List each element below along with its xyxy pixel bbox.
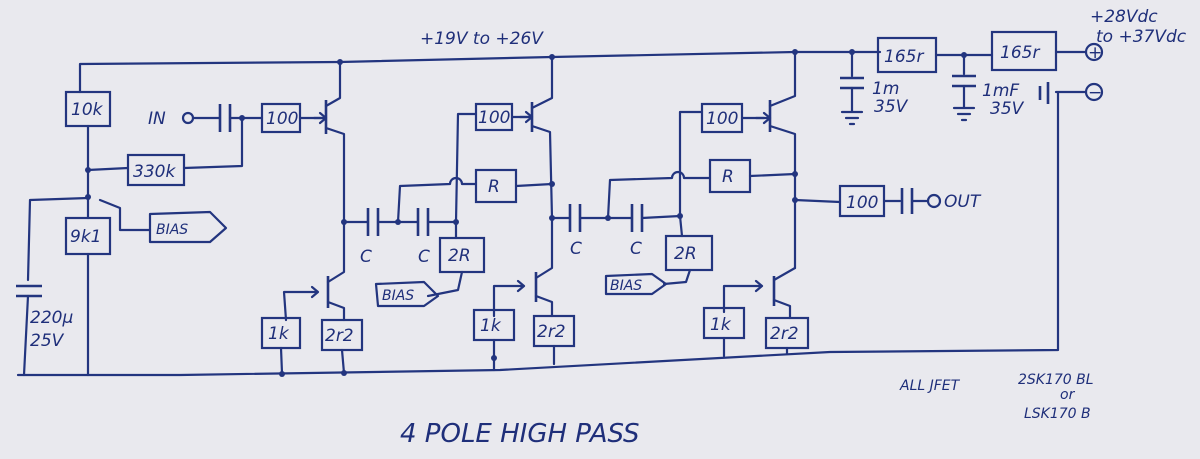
resistor-gate3-100: 100: [700, 102, 744, 134]
svg-text:or: or: [1060, 387, 1076, 403]
resistor-10k: 10k: [64, 90, 112, 128]
ground-symbol-terminal: [1038, 82, 1088, 104]
svg-text:2R: 2R: [448, 246, 471, 266]
cap2-value: 1mF: [982, 81, 1019, 101]
svg-text:ALL JFET: ALL JFET: [899, 378, 961, 394]
jfet-q1: [312, 60, 346, 224]
svg-text:2r2: 2r2: [770, 324, 799, 344]
svg-text:R: R: [488, 177, 500, 197]
jfet-q6: [722, 266, 797, 320]
svg-text:1k: 1k: [710, 315, 732, 335]
capacitor-c4: C: [630, 204, 644, 259]
bias-label-2: BIAS: [374, 280, 440, 308]
input-label: IN: [148, 109, 166, 129]
svg-text:165r: 165r: [1000, 43, 1040, 63]
svg-text:+: +: [1088, 43, 1102, 63]
resistor-gate1-100: 100: [260, 102, 302, 134]
svg-text:C: C: [570, 239, 582, 259]
cap1-value: 1m: [872, 79, 899, 99]
svg-text:1k: 1k: [480, 316, 502, 336]
rail-voltage-label: +19V to +26V: [420, 29, 544, 49]
bias-label-1: BIAS: [148, 210, 228, 244]
cap2-voltage: 35V: [990, 99, 1025, 119]
jfet-note: ALL JFET 2SK170 BL or LSK170 B: [899, 372, 1094, 422]
capacitor-c3: C: [568, 204, 582, 259]
cap1-voltage: 35V: [874, 97, 909, 117]
resistor-330k: 330k: [126, 153, 186, 187]
resistor-out-100: 100: [838, 184, 886, 218]
resistor-2r-2: 2R: [664, 234, 714, 272]
svg-text:R: R: [722, 167, 734, 187]
input-voltage-line2: to +37Vdc: [1096, 27, 1187, 47]
resistor-feedback-r1: R: [474, 168, 518, 204]
svg-text:100: 100: [478, 108, 510, 128]
resistor-src1-1k: 1k: [260, 316, 302, 350]
svg-text:100: 100: [266, 109, 298, 129]
svg-text:1k: 1k: [268, 324, 290, 344]
svg-text:2r2: 2r2: [325, 326, 354, 346]
capacitor-220u-value: 220µ: [30, 308, 73, 328]
svg-text:C: C: [360, 247, 372, 267]
capacitor-220u-voltage: 25V: [30, 331, 65, 351]
svg-text:100: 100: [706, 109, 738, 129]
svg-text:330k: 330k: [133, 162, 176, 182]
diagram-title: 4 POLE HIGH PASS: [400, 419, 640, 449]
regulator-165r-2: 165r: [990, 30, 1058, 72]
resistor-feedback-r2: R: [708, 158, 752, 194]
output-terminal: [926, 193, 942, 209]
svg-text:2r2: 2r2: [537, 322, 566, 342]
svg-text:BIAS: BIAS: [156, 222, 188, 238]
svg-text:2R: 2R: [674, 244, 697, 264]
svg-text:10k: 10k: [71, 100, 104, 120]
top-rail: [78, 50, 882, 94]
svg-text:C: C: [630, 239, 642, 259]
jfet-q2: [282, 220, 346, 322]
resistor-9k1: 9k1: [64, 216, 112, 256]
svg-text:165r: 165r: [884, 47, 924, 67]
resistor-2r2-3: 2r2: [764, 316, 810, 350]
resistor-2r2-1: 2r2: [320, 318, 364, 352]
input-voltage-line1: +28Vdc: [1090, 7, 1158, 27]
ground-rail: [16, 91, 1060, 377]
svg-text:C: C: [418, 247, 430, 267]
capacitor-220u: [16, 196, 90, 377]
capacitor-1mf-35v-2: [952, 74, 976, 122]
bias-label-3: BIAS: [604, 272, 668, 296]
svg-text:100: 100: [846, 193, 878, 213]
resistor-2r-1: 2R: [438, 236, 486, 274]
input-terminal: [181, 111, 195, 125]
resistor-gate2-100: 100: [474, 102, 514, 132]
svg-text:2SK170 BL: 2SK170 BL: [1018, 372, 1094, 388]
capacitor-1m-35v-1: [840, 76, 864, 126]
minus-terminal: −: [1084, 82, 1104, 103]
plus-terminal: +: [1084, 42, 1104, 63]
jfet-q3: [518, 55, 554, 220]
svg-text:BIAS: BIAS: [382, 288, 414, 304]
resistor-2r2-2: 2r2: [532, 314, 576, 348]
output-label: OUT: [944, 192, 982, 212]
output-capacitor: [900, 188, 914, 214]
svg-text:LSK170 B: LSK170 B: [1024, 406, 1091, 422]
svg-text:BIAS: BIAS: [610, 278, 642, 294]
regulator-165r-1: 165r: [876, 36, 938, 74]
jfet-q4: [492, 216, 554, 318]
svg-text:−: −: [1088, 83, 1102, 103]
capacitor-c1: C: [360, 208, 380, 267]
capacitor-c2: C: [416, 208, 430, 267]
jfet-q5: [754, 50, 797, 270]
svg-text:9k1: 9k1: [70, 227, 101, 247]
input-capacitor: [218, 104, 232, 132]
